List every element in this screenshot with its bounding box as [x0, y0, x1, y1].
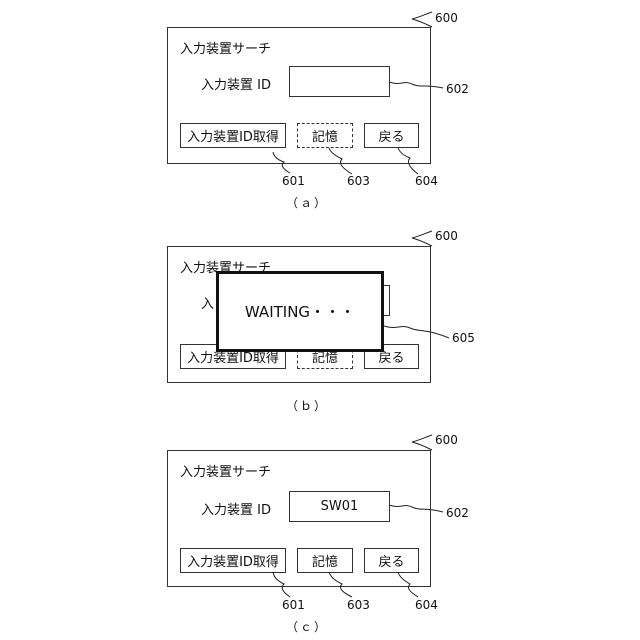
get-input-device-id-button[interactable]: 入力装置ID取得 — [180, 548, 286, 573]
caption-a: （ａ） — [286, 194, 328, 211]
input-device-id-label: 入力装置 ID — [201, 74, 271, 93]
ref-label-603: 603 — [347, 174, 370, 188]
input-device-id-label: 入 — [201, 293, 214, 312]
back-button[interactable]: 戻る — [364, 548, 419, 573]
ref-label-600: 600 — [435, 229, 458, 243]
panel-title: 入力装置サーチ — [180, 461, 271, 480]
ref-label-604: 604 — [415, 598, 438, 612]
ref-label-601: 601 — [282, 598, 305, 612]
ref-label-604: 604 — [415, 174, 438, 188]
panel-title: 入力装置サーチ — [180, 38, 271, 57]
ref-label-602: 602 — [446, 506, 469, 520]
store-button[interactable]: 記憶 — [297, 123, 353, 148]
waiting-text: WAITING・・・ — [245, 301, 355, 322]
caption-b: （ｂ） — [286, 397, 328, 414]
input-device-search-panel: 入力装置サーチ 入力装置 ID 入力装置ID取得 記憶 戻る — [167, 27, 431, 164]
ref-label-601: 601 — [282, 174, 305, 188]
input-device-id-field[interactable]: SW01 — [289, 491, 390, 522]
leader-600-c — [412, 435, 432, 450]
input-device-id-field[interactable] — [289, 66, 390, 97]
ref-label-600: 600 — [435, 433, 458, 447]
leader-600-a — [412, 12, 432, 27]
ref-label-605: 605 — [452, 331, 475, 345]
caption-c: （ｃ） — [286, 618, 328, 635]
leader-600-b — [412, 231, 432, 246]
store-button[interactable]: 記憶 — [297, 548, 353, 573]
ref-label-602: 602 — [446, 82, 469, 96]
get-input-device-id-button[interactable]: 入力装置ID取得 — [180, 123, 286, 148]
ref-label-600: 600 — [435, 11, 458, 25]
input-device-id-label: 入力装置 ID — [201, 499, 271, 518]
waiting-popup: WAITING・・・ — [216, 271, 384, 352]
back-button[interactable]: 戻る — [364, 123, 419, 148]
ref-label-603: 603 — [347, 598, 370, 612]
input-device-search-panel: 入力装置サーチ 入力装置 ID SW01 入力装置ID取得 記憶 戻る — [167, 450, 431, 587]
